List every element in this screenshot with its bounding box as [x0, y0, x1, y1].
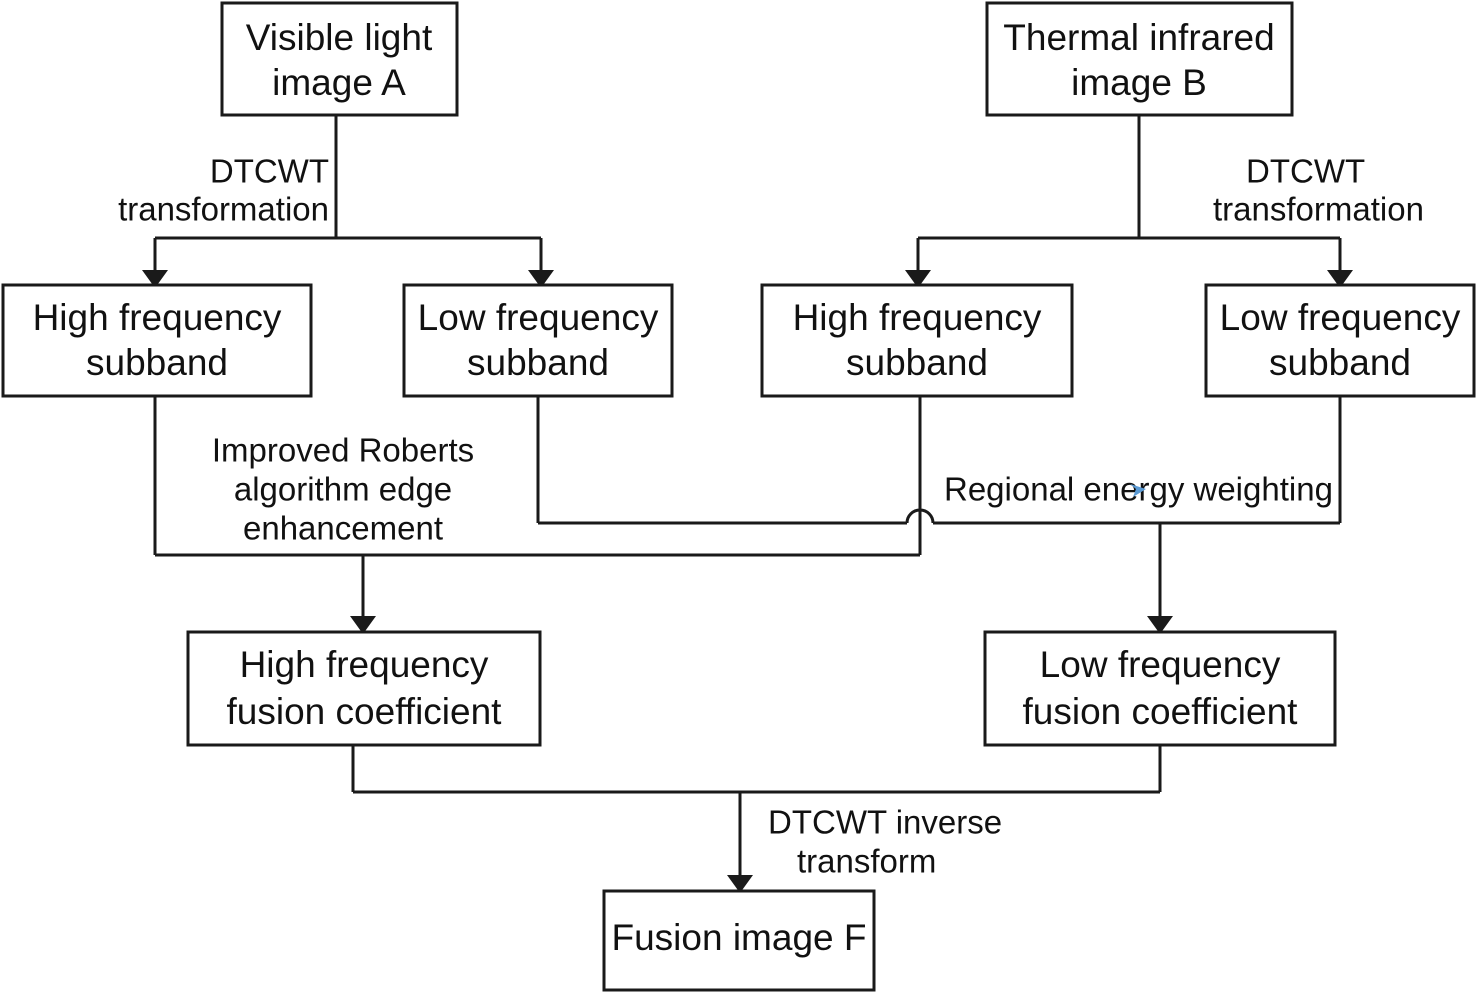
edge-label-improved-roberts: Improved Roberts algorithm edge enhancem…	[212, 432, 474, 547]
node-label-line2: fusion coefficient	[1023, 691, 1299, 732]
arrowhead-high-subband-a	[142, 270, 168, 288]
connector-visible-a-split	[142, 115, 554, 288]
node-label-line2: subband	[846, 342, 988, 383]
connector-thermal-b-split	[905, 115, 1353, 288]
node-low-frequency-subband-b[interactable]: Low frequency subband	[1204, 283, 1476, 398]
node-label-line1: High frequency	[793, 297, 1042, 338]
node-label-line1: High frequency	[33, 297, 282, 338]
edge-label-line2: transform	[797, 843, 936, 880]
edge-label-dtcwt-transformation-left: DTCWT transformation	[118, 153, 329, 228]
node-label-line1: Fusion image F	[612, 917, 867, 958]
connector-low-frequency-merge	[536, 396, 1342, 634]
node-high-frequency-subband-b[interactable]: High frequency subband	[760, 283, 1074, 398]
edge-label-line2: transformation	[118, 191, 329, 228]
edge-label-dtcwt-transformation-right: DTCWT transformation	[1213, 153, 1424, 228]
node-visible-light-image-a[interactable]: Visible light image A	[220, 1, 459, 117]
node-high-frequency-fusion-coefficient[interactable]: High frequency fusion coefficient	[186, 630, 542, 747]
node-label-line1: Thermal infrared	[1003, 17, 1274, 58]
node-fusion-image-f[interactable]: Fusion image F	[602, 889, 876, 992]
edge-label-line1: DTCWT	[210, 153, 329, 190]
edge-label-regional-energy-weighting: Regional energy weighting	[944, 471, 1333, 508]
arrowhead-high-fusion-coefficient	[350, 616, 376, 634]
edge-label-line1: DTCWT inverse	[768, 804, 1002, 841]
node-label-line1: Low frequency	[1040, 644, 1281, 685]
node-low-frequency-subband-a[interactable]: Low frequency subband	[402, 283, 674, 398]
node-label-line2: subband	[467, 342, 609, 383]
node-thermal-infrared-image-b[interactable]: Thermal infrared image B	[985, 1, 1294, 117]
node-label-line1: Low frequency	[418, 297, 659, 338]
edge-label-dtcwt-inverse-transform: DTCWT inverse transform	[768, 804, 1002, 880]
edge-label-line1: Improved Roberts	[212, 432, 474, 469]
edge-label-line2: algorithm edge	[234, 471, 452, 508]
node-label-line2: subband	[1269, 342, 1411, 383]
connector-high-frequency-merge	[153, 396, 922, 634]
node-label-line2: image A	[272, 62, 406, 103]
node-low-frequency-fusion-coefficient[interactable]: Low frequency fusion coefficient	[983, 630, 1337, 747]
node-label-line2: fusion coefficient	[227, 691, 503, 732]
node-label-line2: subband	[86, 342, 228, 383]
node-label-line1: Low frequency	[1220, 297, 1461, 338]
arrowhead-low-subband-b	[1327, 270, 1353, 288]
arrowhead-low-subband-a	[528, 270, 554, 288]
arrowhead-fusion-image	[727, 875, 753, 893]
stray-mark-artifact	[1130, 484, 1146, 497]
wire-hop-bridge	[905, 508, 935, 524]
arrowhead-high-subband-b	[905, 270, 931, 288]
edge-label-line3: enhancement	[243, 510, 443, 547]
arrowhead-low-fusion-coefficient	[1147, 616, 1173, 634]
connector-fusion-merge	[351, 745, 1162, 893]
edge-label-line1: DTCWT	[1246, 153, 1365, 190]
edge-label-line2: transformation	[1213, 191, 1424, 228]
node-label-line1: Visible light	[246, 17, 433, 58]
node-high-frequency-subband-a[interactable]: High frequency subband	[1, 283, 313, 398]
node-label-line1: High frequency	[240, 644, 489, 685]
node-label-line2: image B	[1071, 62, 1207, 103]
